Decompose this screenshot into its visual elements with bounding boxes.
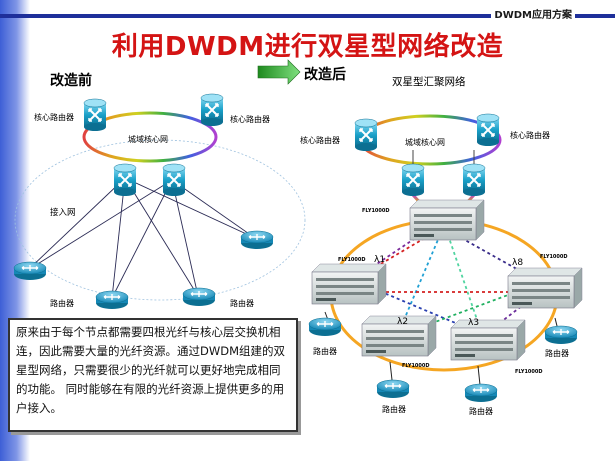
after-router-bottom-right	[464, 383, 498, 403]
device-label-right: FLY1000D	[540, 254, 568, 260]
before-access-label: 接入网	[50, 208, 76, 218]
after-router-right	[544, 325, 578, 345]
before-core-label-right: 核心路由器	[230, 115, 270, 124]
before-router-4	[240, 230, 274, 250]
before-agg-router-right	[162, 163, 186, 197]
lambda-2-label: λ2	[397, 317, 409, 327]
device-label-bottom-left: FLY1000D	[402, 363, 430, 369]
fly1000d-right	[507, 267, 583, 309]
lambda-3-label: λ3	[468, 318, 480, 328]
before-heading: 改造前	[50, 73, 92, 89]
before-agg-router-left	[113, 163, 137, 197]
after-agg-router-right	[462, 163, 486, 197]
before-router-3	[182, 287, 216, 307]
after-router-bottom-left	[376, 379, 410, 399]
after-core-ring-label: 城域核心网	[405, 138, 445, 147]
after-heading: 改造后	[304, 67, 346, 83]
lambda-8-label: λ8	[512, 258, 524, 268]
lambda-1-label: λ1	[374, 255, 386, 265]
transition-arrow	[257, 59, 301, 85]
after-diagram	[308, 113, 583, 403]
before-core-router-left	[83, 98, 107, 132]
before-core-router-right	[200, 93, 224, 127]
before-router-1	[13, 261, 47, 281]
after-agg-router-left	[401, 163, 425, 197]
device-label-bottom-right: FLY1000D	[515, 369, 543, 375]
before-router-label-1: 路由器	[50, 299, 74, 308]
fly1000d-left	[311, 263, 387, 305]
after-router-label-bottom-left: 路由器	[382, 405, 406, 414]
slide-title: 利用DWDM进行双星型网络改造	[111, 32, 504, 62]
after-subheading: 双星型汇聚网络	[392, 76, 466, 88]
top-rule	[0, 14, 615, 18]
before-core-label-left: 核心路由器	[34, 113, 74, 122]
description-text: 原来由于每个节点都需要四根光纤与核心层交换机相连，因此需要大量的光纤资源。通过D…	[16, 325, 286, 415]
after-core-router-left	[354, 118, 378, 152]
description-box: 原来由于每个节点都需要四根光纤与核心层交换机相连，因此需要大量的光纤资源。通过D…	[8, 318, 298, 432]
before-router-2	[95, 290, 129, 310]
after-core-label-left: 核心路由器	[300, 136, 340, 145]
after-router-label-left: 路由器	[313, 347, 337, 356]
device-label-top: FLY1000D	[362, 208, 390, 214]
fly1000d-bottom-right	[450, 319, 526, 361]
fly1000d-top	[409, 199, 485, 241]
before-core-ring	[82, 111, 218, 163]
device-label-left: FLY1000D	[338, 257, 366, 263]
before-core-ring-label: 城域核心网	[128, 135, 168, 144]
after-core-label-right: 核心路由器	[510, 131, 550, 140]
header-tag: DWDM应用方案	[491, 6, 575, 21]
after-router-label-right: 路由器	[545, 349, 569, 358]
before-router-label-2: 路由器	[230, 299, 254, 308]
after-router-label-bottom-right: 路由器	[469, 407, 493, 416]
before-diagram	[13, 93, 306, 310]
before-access-links	[27, 177, 256, 299]
after-core-router-right	[476, 113, 500, 147]
after-router-left	[308, 317, 342, 337]
access-network-boundary	[14, 139, 306, 301]
